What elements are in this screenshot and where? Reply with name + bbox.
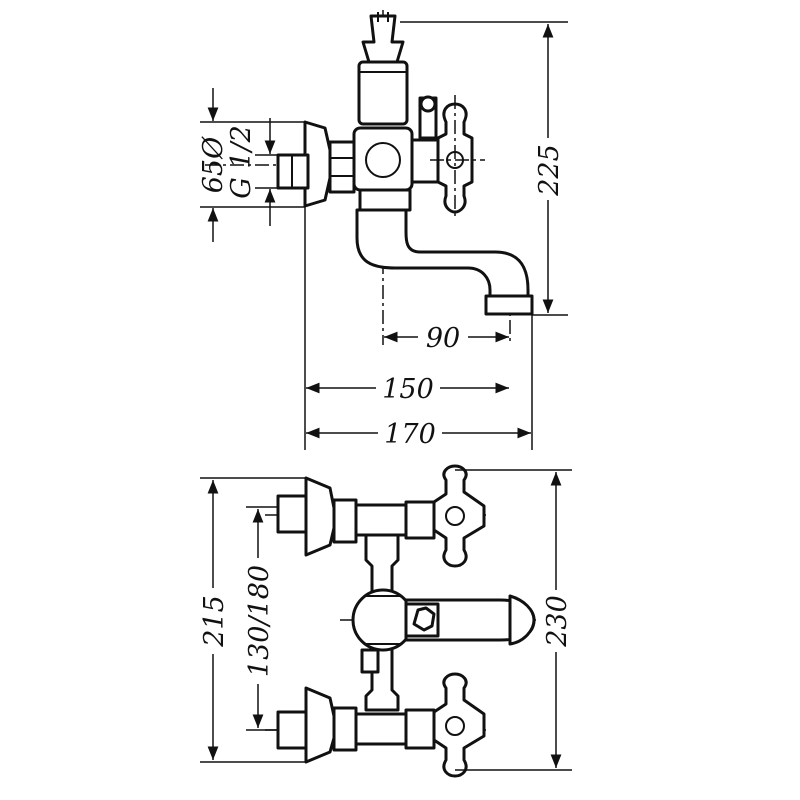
front-view: 215 130/180 230 <box>198 464 573 778</box>
dim-170-label: 170 <box>384 419 436 450</box>
central-boss <box>365 142 401 178</box>
top-connector <box>361 14 405 64</box>
lower-collar <box>358 188 412 212</box>
spout-aerator <box>484 294 534 316</box>
lower-valve-body <box>404 708 436 750</box>
upper-handle-hub <box>445 506 465 526</box>
front-diverter <box>360 648 380 674</box>
dim-230-gap <box>540 590 572 652</box>
dim-130-label: 130/180 <box>244 565 275 677</box>
dim-215-gap <box>198 588 230 654</box>
top-connector-lines <box>377 12 389 22</box>
dim-225-label: 225 <box>534 144 565 197</box>
lower-flange <box>304 686 336 764</box>
hex-nut <box>328 140 356 194</box>
lower-arm <box>354 712 408 746</box>
central-medallion <box>351 588 415 652</box>
side-view: 225 65Ø G 1/2 90 150 170 <box>198 10 568 450</box>
dim-130-gap <box>242 558 274 684</box>
spout-nut-hex <box>412 606 436 632</box>
medallion-lines <box>366 595 400 645</box>
upper-valve-body <box>404 500 436 540</box>
upper-cross-handle <box>432 464 486 568</box>
central-body <box>352 126 414 192</box>
diverter-knob <box>419 95 437 113</box>
dim-230-label: 230 <box>542 595 573 648</box>
upper-nut <box>332 498 358 544</box>
dim-215-label: 215 <box>199 595 230 648</box>
upper-body <box>357 60 409 126</box>
lower-nut <box>332 706 358 752</box>
dim-90-label: 90 <box>426 323 460 354</box>
lower-cross-handle <box>432 672 486 778</box>
dim-170-gap <box>378 415 442 449</box>
dim-150-gap <box>376 370 440 404</box>
spout-cap <box>508 594 536 646</box>
lower-handle-hub <box>445 716 465 736</box>
dim-150-label: 150 <box>382 374 434 405</box>
upper-flange <box>304 476 336 557</box>
dim-225-gap <box>532 138 564 200</box>
right-connector <box>410 138 440 184</box>
upper-arm <box>354 503 408 537</box>
dim-90-gap <box>418 320 468 354</box>
dim-65-label: 65Ø <box>198 136 229 193</box>
dim-g-label: G 1/2 <box>226 125 257 199</box>
